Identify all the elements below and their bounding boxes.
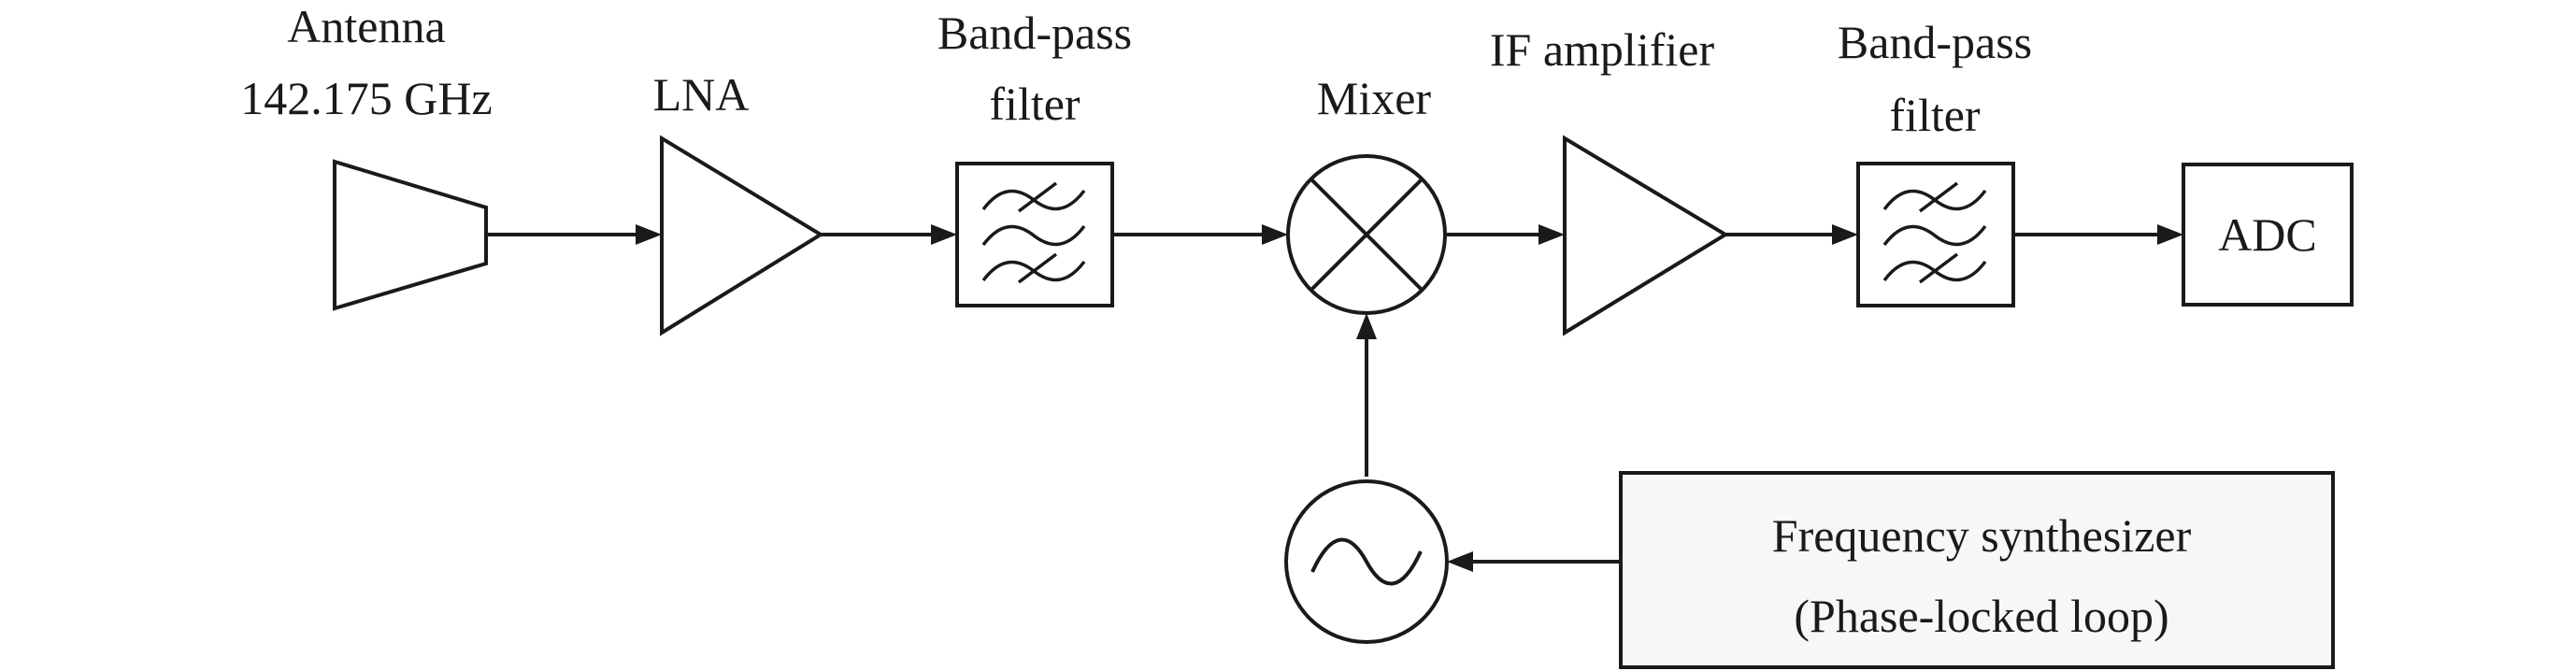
arrow-head-icon [1356,313,1377,339]
arrow-head-icon [1538,224,1565,245]
adc-block: ADC [2182,163,2354,307]
mixer-block: Mixer [1286,72,1447,315]
bandpass-filter-symbol-icon [981,181,1086,284]
sine-wave-icon [1310,537,1423,586]
lna-amplifier-icon [660,135,824,336]
bandpass-filter-1-block: Band-pass filter [937,7,1132,307]
antenna-frequency-label: 142.175 GHz [240,72,492,124]
wire-lna-to-bandpass-filter-1 [821,224,957,245]
arrow-head-icon [931,224,957,245]
local-oscillator-block [1284,479,1449,644]
wire-local-oscillator-to-mixer [1356,313,1377,477]
if-amplifier-label: IF amplifier [1490,23,1715,76]
lna-label: LNA [653,68,750,121]
frequency-synthesizer-block: Frequency synthesizer (Phase-locked loop… [1619,471,2335,669]
wire-antenna-to-lna [486,224,662,245]
arrow-head-icon [2157,224,2183,245]
mixer-label: Mixer [1317,72,1432,124]
mixer-cross-icon [1309,178,1424,292]
arrow-head-icon [636,224,662,245]
if-amplifier-block: IF amplifier [1490,23,1729,336]
frequency-synthesizer-label: Frequency synthesizer [1772,509,2192,562]
wire-if-amplifier-to-bandpass-filter-2 [1725,224,1858,245]
antenna-block: Antenna 142.175 GHz [240,0,493,311]
frequency-synthesizer-sublabel: (Phase-locked loop) [1794,590,2168,642]
lna-block: LNA [653,68,824,336]
adc-box [2182,163,2354,307]
antenna-label: Antenna [287,0,445,52]
bandpass-filter-1-label-line2: filter [989,78,1080,130]
bandpass-filter-1-label: Band-pass [937,7,1132,59]
bandpass-filter-2-label: Band-pass [1838,16,2032,68]
wire-frequency-synthesizer-to-local-oscillator [1447,551,1621,572]
wire-bandpass-filter-2-to-adc [2013,224,2183,245]
antenna-horn-icon [333,159,488,311]
arrow-head-icon [1832,224,1858,245]
bandpass-filter-2-label-line2: filter [1889,89,1981,141]
wire-bandpass-filter-1-to-mixer [1112,224,1288,245]
bandpass-filter-2-block: Band-pass filter [1838,16,2032,307]
if-amplifier-icon [1563,135,1729,336]
arrow-head-icon [1262,224,1288,245]
wire-mixer-to-if-amplifier [1445,224,1565,245]
bandpass-filter-symbol-icon [1882,181,1987,284]
adc-label: ADC [2218,208,2317,261]
frequency-synthesizer-box [1619,471,2335,669]
arrow-head-icon [1447,551,1473,572]
